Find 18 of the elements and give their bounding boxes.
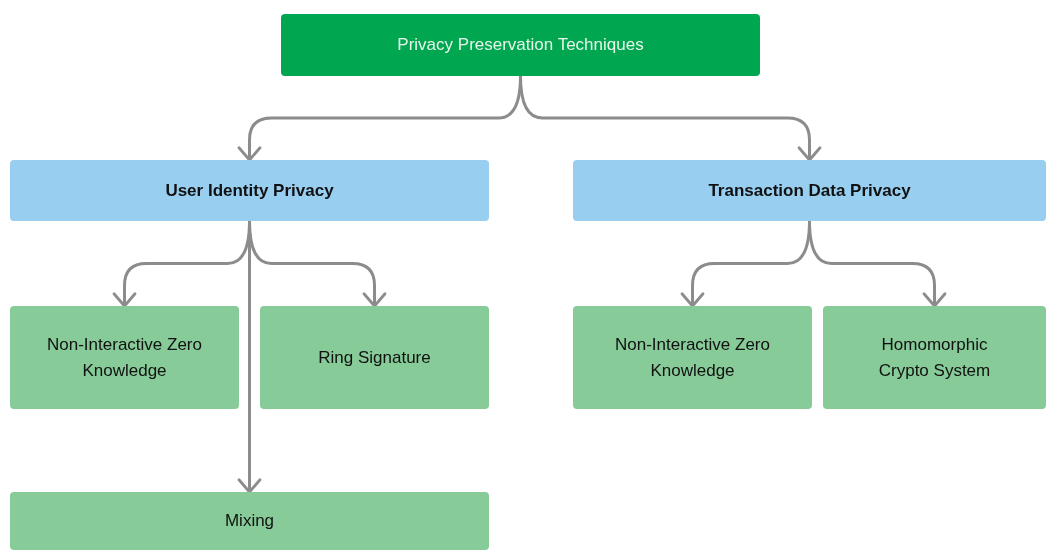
box-label: Non-Interactive Zero Knowledge <box>46 334 203 382</box>
title-box <box>281 14 760 76</box>
arrow <box>237 221 262 494</box>
box-label: Ring Signature <box>318 346 431 369</box>
category-box <box>573 160 1046 221</box>
box-label: User Identity Privacy <box>165 179 334 202</box>
box-label: Transaction Data Privacy <box>708 179 911 202</box>
technique-box <box>260 306 489 409</box>
technique-box <box>10 492 489 550</box>
box-label: Privacy Preservation Techniques <box>397 34 644 57</box>
box-label: Mixing <box>224 510 275 533</box>
technique-box <box>823 306 1046 409</box>
box-label: Non-Interactive Zero Knowledge <box>614 334 771 382</box>
arrow <box>519 75 822 162</box>
technique-box <box>573 306 812 409</box>
box-label: Homomorphic Crypto System <box>877 334 992 382</box>
technique-box <box>10 306 239 409</box>
category-box <box>10 160 489 221</box>
